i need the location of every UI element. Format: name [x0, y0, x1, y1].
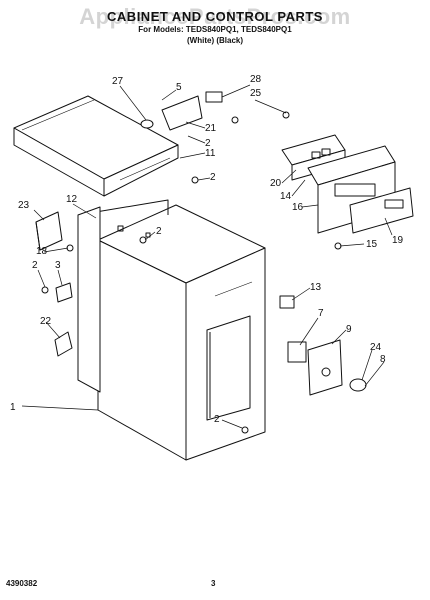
connector-part-13: [279, 295, 295, 309]
callout-label: 2: [210, 172, 216, 183]
callout-label: 18: [36, 246, 48, 257]
callout-label: 11: [205, 148, 216, 159]
callout-label: 12: [66, 194, 78, 205]
callout-label: 23: [18, 200, 30, 211]
callout-label: 14: [280, 191, 292, 202]
cabinet-top-part: [13, 95, 179, 197]
callout-label: 2: [156, 226, 162, 237]
switch-part-7: [287, 341, 307, 363]
model-subtitle: For Models: TEDS840PQ1, TEDS840PQ1: [138, 25, 292, 34]
callout-label: 28: [250, 74, 262, 85]
callout-label: 2: [32, 260, 38, 271]
callout-label: 24: [370, 342, 382, 353]
callout-label: 3: [55, 260, 61, 271]
callout-label: 15: [366, 239, 378, 250]
callout-label: 20: [270, 178, 282, 189]
console-overlay-part: [349, 187, 414, 234]
document-number: 4390382: [6, 579, 38, 588]
callout-label: 1: [10, 402, 16, 413]
callout-label: 7: [318, 308, 324, 319]
callout-label: 21: [205, 123, 217, 134]
leader-lines: [21, 84, 393, 429]
page-number: 3: [211, 579, 216, 588]
callout-label: 5: [176, 82, 182, 93]
callout-label: 9: [346, 324, 352, 335]
callout-label: 22: [40, 316, 52, 327]
callout-label: 2: [214, 414, 220, 425]
page-title: CABINET AND CONTROL PARTS: [107, 9, 323, 24]
timer-part-9: [307, 339, 343, 396]
callout-label: 2: [205, 138, 211, 149]
callout-label: 19: [392, 235, 404, 246]
clip-part-22: [54, 331, 73, 357]
bracket-part-3: [55, 282, 73, 303]
callout-label: 16: [292, 202, 304, 213]
pad-part: [140, 119, 154, 129]
callout-label: 13: [310, 282, 322, 293]
hinge-bracket-part: [35, 211, 63, 251]
cabinet-body-part: [77, 199, 266, 461]
lid-switch-part: [205, 91, 223, 103]
callout-label: 27: [112, 76, 124, 87]
watermark: AppliancePartsPros.com: [79, 4, 351, 29]
knob-part-8: [349, 378, 367, 392]
callout-label: 8: [380, 354, 386, 365]
hinge-plate-part: [161, 95, 203, 131]
side-panel-part: [77, 206, 151, 393]
callout-label: 25: [250, 88, 262, 99]
color-subtitle: (White) (Black): [187, 36, 243, 45]
